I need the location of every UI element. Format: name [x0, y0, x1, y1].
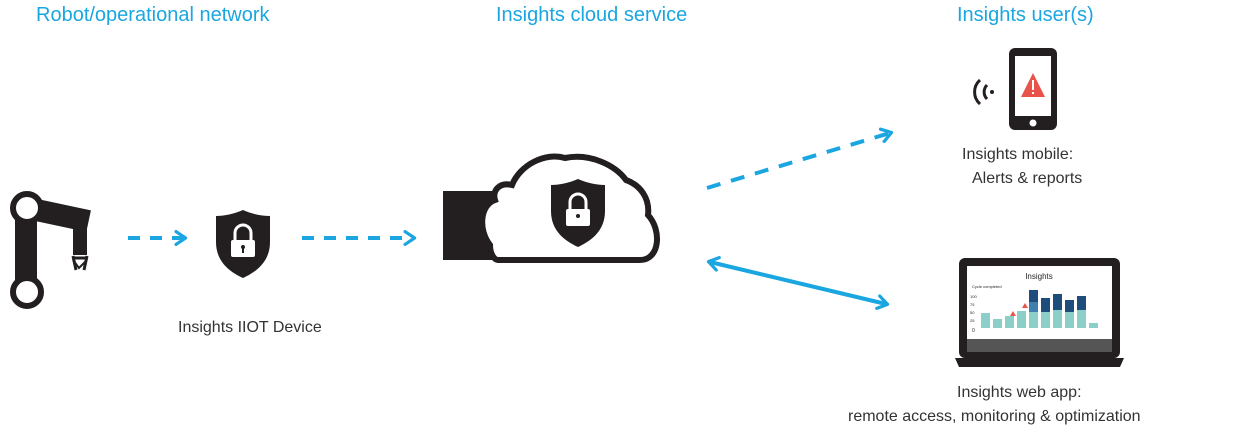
webapp-chart-label: Cycle completed [972, 284, 1002, 289]
webapp-label-line-1: Insights web app: [957, 384, 1082, 401]
arrow-cloud-webapp-bidirectional [706, 256, 890, 310]
webapp-y-tick-100: 100 [970, 294, 977, 299]
robot-arm-icon [10, 191, 91, 309]
mobile-label-line-1: Insights mobile: [962, 146, 1074, 163]
section-title-users: Insights user(s) [957, 4, 1094, 26]
cloud-icon [443, 153, 661, 263]
smartphone-icon [1009, 48, 1057, 130]
webapp-screen-title: Insights [1025, 272, 1053, 281]
laptop-icon: Insights Cycle completed 100 75 50 25 0 [955, 258, 1124, 367]
webapp-y-tick-0: 0 [972, 328, 975, 334]
alert-triangle-icon [1021, 73, 1045, 97]
lock-shield-icon [216, 210, 270, 278]
mobile-label-line-2: Alerts & reports [972, 170, 1083, 187]
webapp-y-tick-75: 75 [970, 302, 975, 307]
wireless-signal-icon [973, 78, 994, 106]
webapp-y-tick-50: 50 [970, 310, 975, 315]
webapp-mini-chart [981, 290, 1098, 328]
webapp-y-tick-25: 25 [970, 318, 975, 323]
webapp-label-line-2: remote access, monitoring & optimization [848, 408, 1141, 425]
section-title-robot-network: Robot/operational network [36, 4, 270, 26]
iiot-device-label: Insights IIOT Device [178, 319, 322, 336]
section-title-cloud-service: Insights cloud service [496, 4, 688, 26]
arrow-cloud-to-mobile [706, 127, 894, 190]
